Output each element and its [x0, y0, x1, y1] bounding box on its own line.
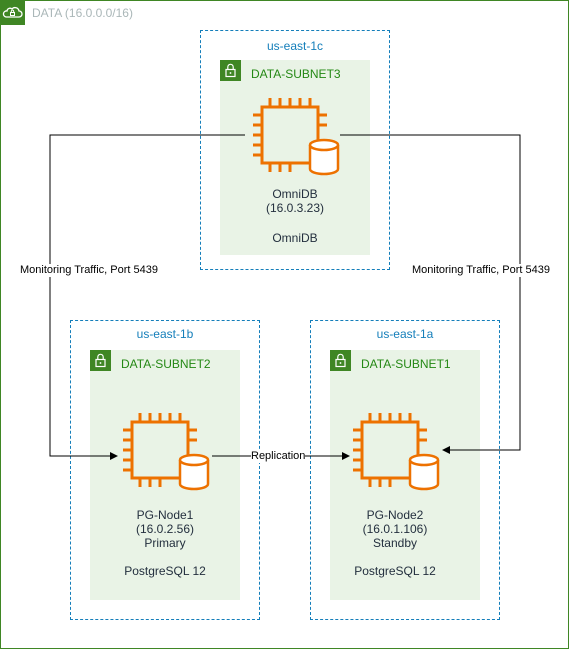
az-label: us-east-1b — [136, 327, 194, 341]
node-software: OmniDB — [272, 231, 318, 245]
subnet-label: DATA-SUBNET1 — [361, 357, 451, 371]
node-omnidb-label: OmniDB (16.0.3.23) OmniDB — [220, 187, 370, 245]
node-pg1-label: PG-Node1 (16.0.2.56) Primary PostgreSQL … — [90, 508, 240, 578]
subnet-data-subnet2: DATA-SUBNET2 — [90, 350, 240, 600]
node-software: PostgreSQL 12 — [354, 564, 436, 578]
vpc-title: DATA (16.0.0.0/16) — [32, 6, 133, 20]
subnet-data-subnet1: DATA-SUBNET1 — [330, 350, 480, 600]
node-pg2-label: PG-Node2 (16.0.1.106) Standby PostgreSQL… — [320, 508, 470, 578]
lock-icon — [330, 350, 351, 371]
subnet-label: DATA-SUBNET3 — [251, 67, 341, 81]
ec2-db-instance-icon — [353, 413, 440, 491]
node-ip: (16.0.2.56) — [135, 522, 195, 536]
node-ip: (16.0.1.106) — [362, 522, 428, 536]
node-ip: (16.0.3.23) — [265, 201, 325, 215]
lock-icon — [90, 350, 111, 371]
node-name: PG-Node1 — [136, 508, 194, 522]
ec2-db-instance-icon — [123, 413, 210, 491]
node-role: Standby — [372, 536, 418, 550]
monitoring-line-right — [340, 134, 521, 454]
az-us-east-1c: us-east-1c — [200, 30, 390, 270]
node-name: PG-Node2 — [366, 508, 424, 522]
az-label: us-east-1c — [266, 39, 324, 53]
replication-label: Replication — [251, 450, 306, 463]
node-role: Primary — [144, 536, 186, 550]
az-us-east-1b: us-east-1b — [70, 320, 260, 620]
node-software: PostgreSQL 12 — [124, 564, 206, 578]
lock-icon — [220, 60, 241, 81]
az-label: us-east-1a — [376, 327, 434, 341]
monitoring-line-left — [49, 134, 245, 460]
subnet-data-subnet3: DATA-SUBNET3 — [220, 60, 370, 255]
monitoring-label-right: Monitoring Traffic, Port 5439 — [412, 264, 550, 277]
node-name: OmniDB — [272, 187, 318, 201]
monitoring-label-left: Monitoring Traffic, Port 5439 — [20, 264, 158, 277]
az-us-east-1a: us-east-1a — [310, 320, 500, 620]
vpc-cloud-icon — [0, 0, 25, 25]
ec2-db-instance-icon — [253, 98, 340, 176]
subnet-label: DATA-SUBNET2 — [121, 357, 211, 371]
